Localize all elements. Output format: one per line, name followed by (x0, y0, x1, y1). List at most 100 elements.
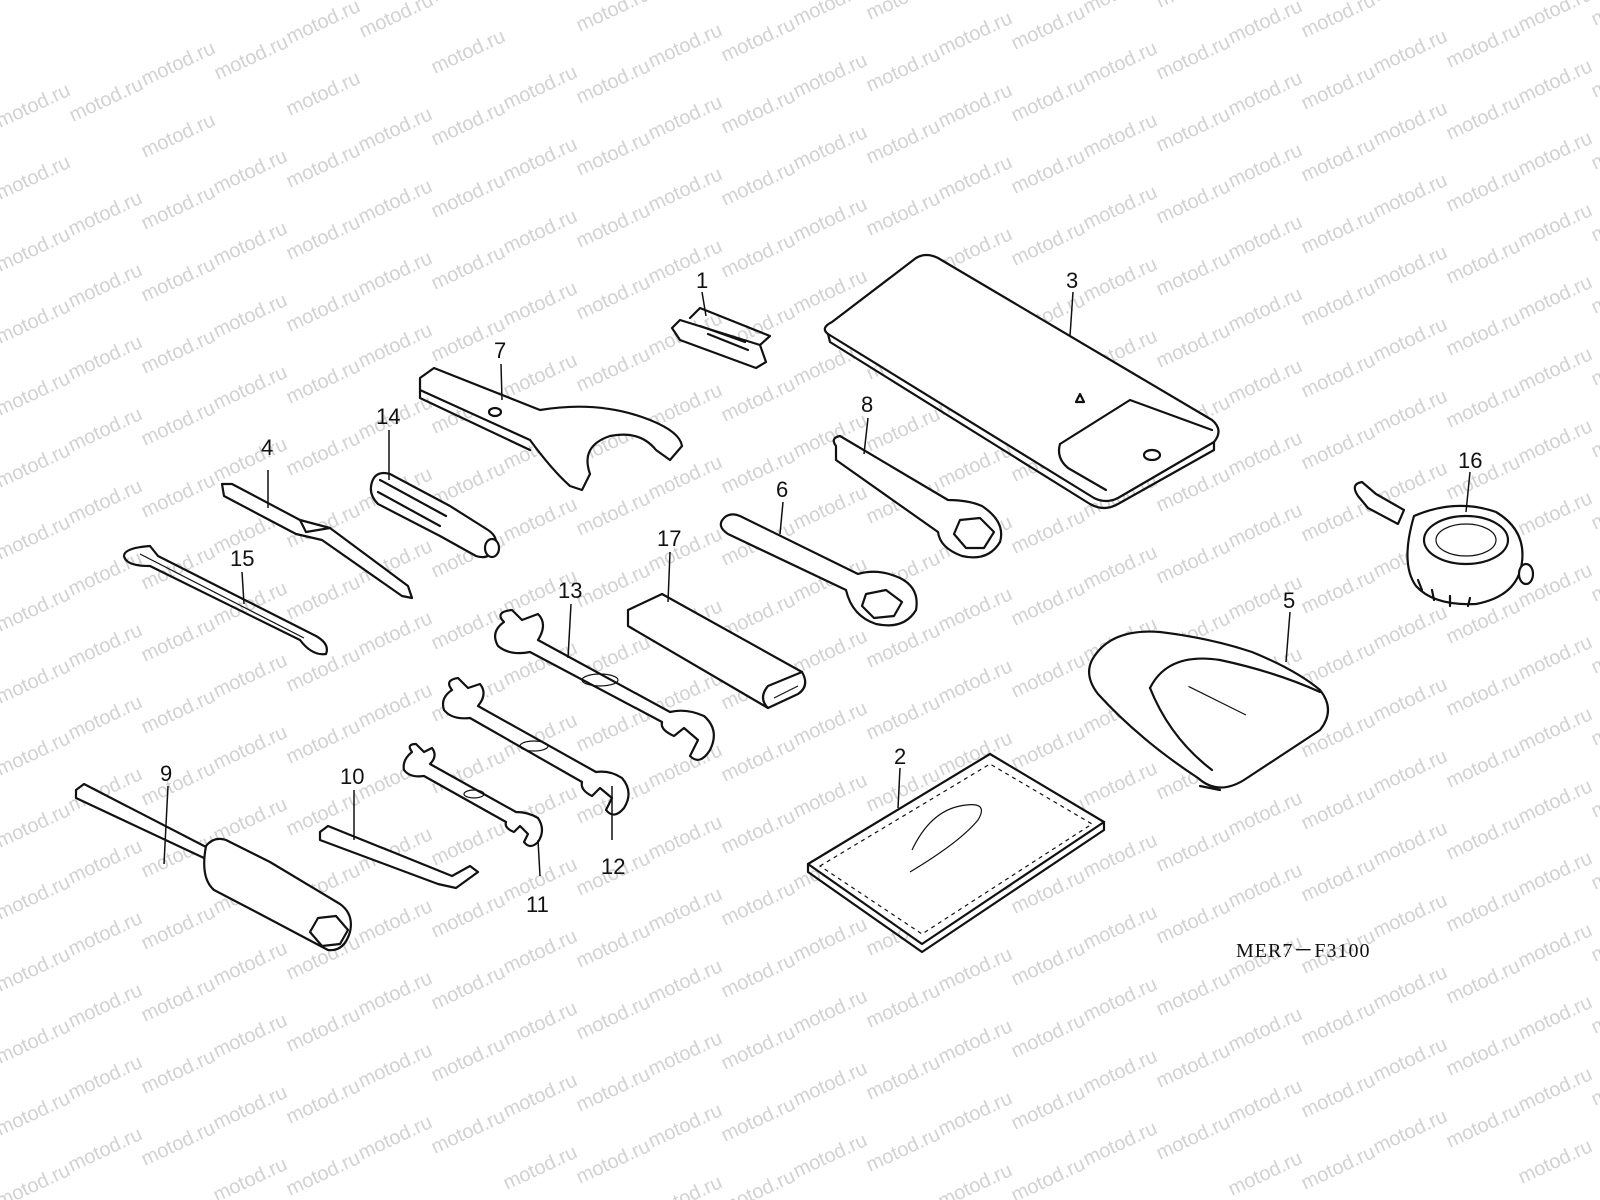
watermark-text: motod.ru (1370, 25, 1451, 78)
part-5-cloth-bag[interactable] (1087, 630, 1330, 792)
callout-part-12[interactable]: 12 (601, 854, 625, 879)
watermark-text: motod.ru (935, 583, 1016, 636)
watermark-text: motod.ru (283, 1075, 364, 1128)
watermark-text: motod.ru (0, 151, 74, 204)
watermark-text: motod.ru (1443, 163, 1524, 216)
callout-part-8[interactable]: 8 (861, 392, 873, 417)
part-7-pin-spanner[interactable] (418, 366, 684, 492)
watermark-text: motod.ru (1153, 1039, 1234, 1092)
watermark-text: motod.ru (283, 283, 364, 336)
watermark-text: motod.ru (0, 439, 74, 492)
watermark-text: motod.ru (355, 247, 436, 300)
watermark-text: motod.ru (138, 325, 219, 378)
watermark-text: motod.ru (645, 1099, 726, 1152)
watermark-text: motod.ru (1298, 1069, 1379, 1122)
watermark-text: motod.ru (1225, 67, 1306, 120)
watermark-text: motod.ru (1370, 0, 1451, 7)
callout-part-17[interactable]: 17 (657, 526, 681, 551)
watermark-text: motod.ru (283, 1003, 364, 1056)
watermark-text: motod.ru (1080, 0, 1161, 19)
watermark-text: motod.ru (283, 67, 364, 120)
watermark-text: motod.ru (573, 1135, 654, 1188)
watermark-text: motod.ru (355, 103, 436, 156)
callout-part-16[interactable]: 16 (1458, 448, 1482, 473)
part-6-box-wrench[interactable] (719, 513, 918, 627)
callout-part-1[interactable]: 1 (696, 268, 708, 293)
watermark-text: motod.ru (1298, 349, 1379, 402)
callout-part-4[interactable]: 4 (261, 435, 273, 460)
part-9-spark-plug-wrench[interactable] (74, 782, 352, 952)
callout-part-13[interactable]: 13 (558, 578, 582, 603)
watermark-text: motod.ru (645, 955, 726, 1008)
watermark-text: motod.ru (573, 991, 654, 1044)
watermark-text: motod.ru (863, 1123, 944, 1176)
watermark-text: motod.ru (210, 289, 291, 342)
watermark-text: motod.ru (428, 961, 509, 1014)
watermark-text: motod.ru (0, 655, 74, 708)
watermark-text: motod.ru (645, 1171, 726, 1200)
watermark-text: motod.ru (573, 919, 654, 972)
watermark-text: motod.ru (718, 1093, 799, 1146)
watermark-text: motod.ru (935, 1015, 1016, 1068)
watermark-text: motod.ru (1153, 1111, 1234, 1164)
watermark-text: motod.ru (500, 349, 581, 402)
watermark-text: motod.ru (428, 97, 509, 150)
callout-part-2[interactable]: 2 (894, 744, 906, 769)
watermark-text: motod.ru (1443, 667, 1524, 720)
watermark-text: motod.ru (1080, 757, 1161, 810)
watermark-text: motod.ru (1370, 97, 1451, 150)
part-14-screwdriver-grip[interactable] (369, 471, 501, 559)
part-2-document-pouch[interactable] (806, 752, 1106, 954)
callout-part-10[interactable]: 10 (340, 764, 364, 789)
watermark-text: motod.ru (0, 367, 74, 420)
watermark-text: motod.ru (790, 1129, 871, 1182)
part-10-hex-key[interactable] (318, 824, 480, 890)
callout-part-6[interactable]: 6 (776, 477, 788, 502)
watermark-text: motod.ru (863, 1051, 944, 1104)
watermark-text: motod.ru (1443, 883, 1524, 936)
watermark-text: motod.ru (500, 1141, 581, 1194)
callout-part-15[interactable]: 15 (230, 546, 254, 571)
watermark-text: motod.ru (210, 433, 291, 486)
callout-part-7[interactable]: 7 (494, 338, 506, 363)
watermark-text: motod.ru (1515, 415, 1596, 468)
watermark-text: motod.ru (1443, 19, 1524, 72)
part-8-box-wrench[interactable] (832, 434, 1003, 559)
watermark-text: motod.ru (1298, 133, 1379, 186)
drawing-code: MER7－F3100 (1236, 940, 1370, 962)
part-4-screwdriver[interactable] (220, 482, 414, 600)
part-3-tool-roll-bag[interactable] (823, 253, 1220, 510)
watermark-text: motod.ru (1008, 577, 1089, 630)
part-16-tire-gauge[interactable] (1353, 480, 1535, 608)
callout-part-3[interactable]: 3 (1066, 268, 1078, 293)
part-17-extension-pipe[interactable] (626, 592, 807, 710)
watermark-text: motod.ru (210, 217, 291, 270)
watermark-text: motod.ru (1008, 937, 1089, 990)
watermark-text: motod.ru (500, 205, 581, 258)
part-12-open-wrench[interactable] (441, 676, 630, 816)
watermark-text: motod.ru (1225, 499, 1306, 552)
watermark-text: motod.ru (65, 259, 146, 312)
watermark-text: motod.ru (0, 79, 74, 132)
watermark-text: motod.ru (65, 1123, 146, 1176)
callout-part-14[interactable]: 14 (376, 404, 400, 429)
part-13-open-wrench[interactable] (493, 608, 715, 761)
watermark-text: motod.ru (935, 1159, 1016, 1200)
watermark-text: motod.ru (1298, 0, 1379, 43)
watermark-text: motod.ru (0, 295, 74, 348)
watermark-text: motod.ru (935, 1087, 1016, 1140)
part-15-hook-rod[interactable] (122, 544, 328, 656)
callout-part-5[interactable]: 5 (1283, 588, 1295, 613)
watermark-text: motod.ru (428, 0, 509, 7)
watermark-text: motod.ru (1008, 1, 1089, 54)
callout-part-9[interactable]: 9 (160, 761, 172, 786)
watermark-text: motod.ru (1008, 505, 1089, 558)
watermark-text: motod.ru (65, 403, 146, 456)
watermark-text: motod.ru (790, 1057, 871, 1110)
callout-part-11[interactable]: 11 (526, 892, 549, 917)
watermark-text: motod.ru (138, 973, 219, 1026)
part-1-tool-clip[interactable] (670, 306, 772, 370)
watermark-text: motod.ru (1443, 451, 1524, 504)
